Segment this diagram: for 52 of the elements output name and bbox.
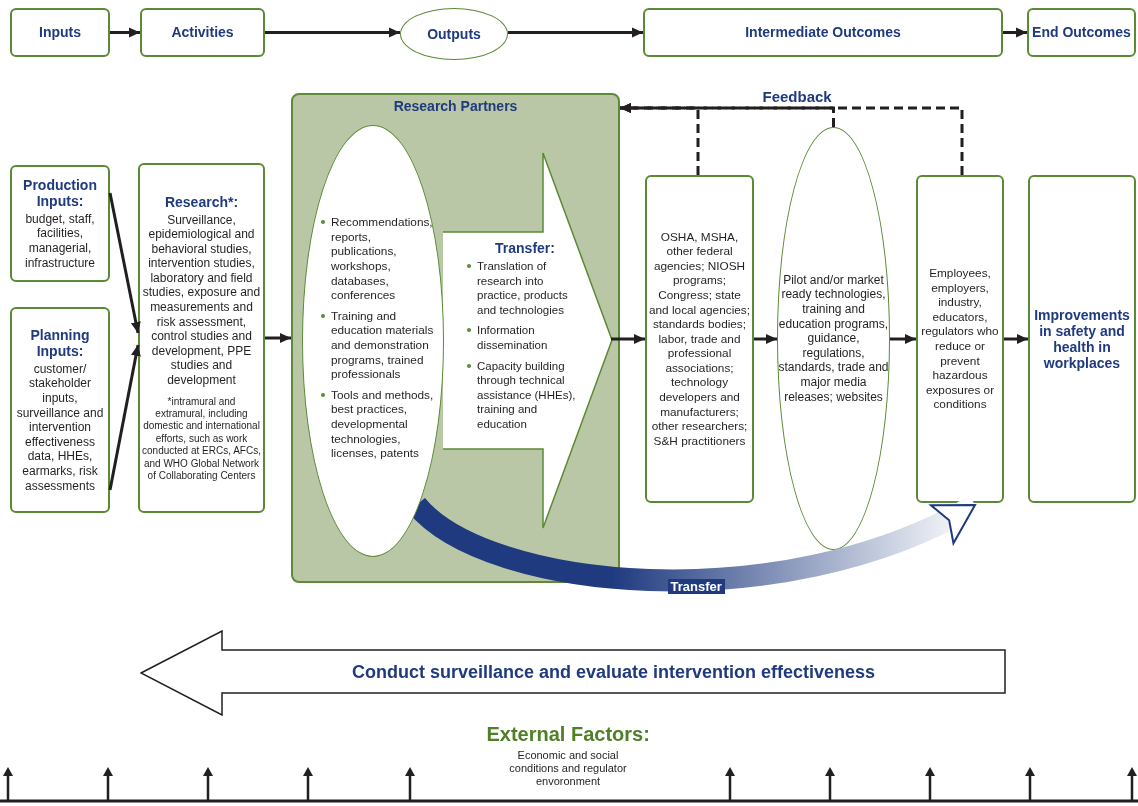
stage-label: Inputs bbox=[39, 25, 81, 40]
arrow bbox=[890, 334, 916, 344]
arrow bbox=[611, 334, 645, 344]
box-heading: Research Partners bbox=[392, 98, 519, 114]
box-text: Employees, employers, industry, educators, regulators who reduce or prevent hazardous exposures or conditions bbox=[920, 266, 1000, 412]
stage-label: Intermediate Outcomes bbox=[745, 25, 901, 40]
stage-label: Outputs bbox=[427, 26, 481, 42]
outcome-text: Improvements in safety and health in workplaces bbox=[1033, 307, 1131, 371]
box-text: budget, staff, facilities, managerial, infrastructure bbox=[24, 211, 96, 271]
audience-box bbox=[645, 175, 754, 503]
external-factors-text: Economic and social conditions and regulator envoronment bbox=[508, 749, 628, 789]
outcome-box bbox=[1028, 175, 1136, 503]
external-factors-heading: External Factors: bbox=[486, 722, 650, 746]
bullet-item: Recommendations, reports, publications, workshops, databases, conferences bbox=[319, 215, 439, 303]
stage-label: Activities bbox=[171, 25, 234, 40]
bullet-item: Translation of research into practice, products and technologies bbox=[465, 259, 585, 318]
arrow bbox=[108, 344, 141, 491]
stage-box bbox=[643, 8, 1003, 57]
transfer-arrow-shape bbox=[443, 152, 613, 529]
box-text: OSHA, MSHA, other federal agencies; NIOSH programs; Congress; state and local agencies; standards bodies; labor, trade and professional associations; technology developers and manufacturers; other researchers; S&H practitioners bbox=[649, 229, 750, 449]
dashed-arrow bbox=[620, 103, 964, 175]
arrow bbox=[1004, 334, 1028, 344]
box-text: customer/ stakeholder inputs, surveillance and intervention effectiveness data, HHEs, earmarks, risk assessments bbox=[15, 361, 105, 494]
box-heading: Production Inputs: bbox=[22, 176, 98, 209]
box-text: Surveillance, epidemiological and behavioral studies, intervention studies, laboratory and field studies, exposure and measurements and risk assessment, control studies and development, PPE studies and development bbox=[142, 212, 261, 388]
arrow bbox=[754, 334, 777, 344]
box-heading: Planning Inputs: bbox=[29, 326, 91, 359]
surveillance-arrow-shape bbox=[140, 630, 1006, 716]
box-text: Pilot and/or market ready technologies, training and education programs, guidance, regulations, standards, trade and major media releases; websites bbox=[778, 272, 889, 405]
audience-box bbox=[916, 175, 1004, 503]
stage-box bbox=[1027, 8, 1136, 57]
arrow bbox=[1003, 27, 1027, 38]
bullet-item: Information dissemination bbox=[465, 323, 585, 353]
outcome-text: Conduct surveillance and evaluate intervention effectiveness bbox=[351, 663, 876, 680]
research-box bbox=[138, 163, 265, 513]
arrow bbox=[508, 27, 643, 38]
bullet-item: Tools and methods, best practices, developmental technologies, licenses, patents bbox=[319, 387, 439, 461]
stage-box bbox=[140, 8, 265, 57]
arrow bbox=[110, 27, 140, 38]
arrow bbox=[265, 333, 291, 343]
bullet-item: Training and education materials and demonstration programs, trained professionals bbox=[319, 308, 439, 382]
arrow bbox=[265, 27, 400, 38]
arrow bbox=[108, 192, 141, 334]
box-heading: Research*: bbox=[164, 193, 239, 210]
box-heading: Transfer: bbox=[494, 240, 556, 256]
footnote: *intramural and extramural, including domestic and international efforts, such as work conducted at ERCs, AFCs, and WHO Global Network of Collaborating Centers bbox=[142, 395, 261, 483]
bullet-item: Capacity building through technical assistance (HHEs), training and education bbox=[465, 358, 585, 432]
input-box bbox=[10, 165, 110, 282]
input-box bbox=[10, 307, 110, 513]
research-partners-panel bbox=[291, 93, 620, 583]
stage-box bbox=[10, 8, 110, 57]
stage-label: End Outcomes bbox=[1032, 25, 1131, 40]
